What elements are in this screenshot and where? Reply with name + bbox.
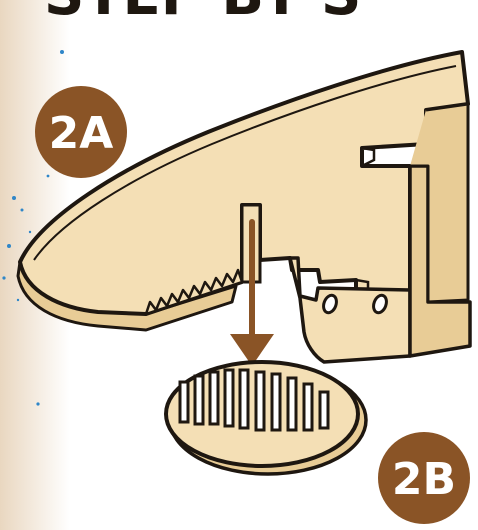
badge-2b-label: 2B (392, 454, 456, 505)
header-title: STEP BY S (44, 0, 361, 28)
badge-2a-label: 2A (49, 108, 114, 159)
part-2b-oval (166, 362, 366, 474)
badge-2a: 2A (35, 86, 127, 178)
badge-2b: 2B (378, 432, 470, 524)
